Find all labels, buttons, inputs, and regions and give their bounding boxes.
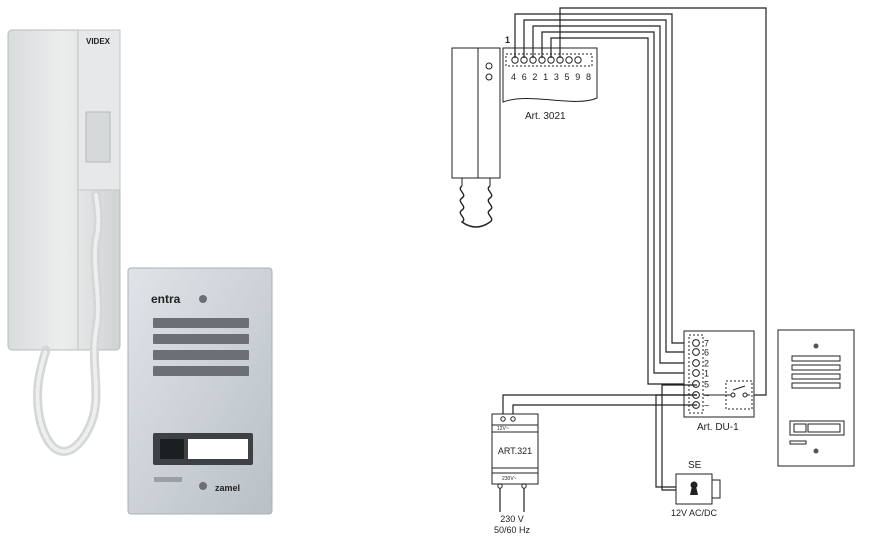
du1-terminal-screw: [692, 339, 700, 347]
du1-terminal-label: 2: [704, 359, 709, 369]
du1-model-label: Art. DU-1: [697, 422, 739, 433]
du1-terminal-screw: [692, 369, 700, 377]
du1-terminal-screw: [692, 348, 700, 356]
panel-brand-text: entra: [151, 292, 181, 306]
handset-brand-text: VIDEX: [86, 37, 111, 46]
handset-terminal-header: 1: [505, 35, 510, 45]
signal-wires: [514, 7, 767, 396]
du1-terminal-label: 7: [704, 339, 709, 349]
du1-module: [683, 330, 755, 418]
intercom-handset: [7, 29, 121, 351]
lock-supply-text: 12V AC/DC: [671, 508, 718, 518]
handset-terminal-screw: [565, 56, 573, 64]
product-photo: VIDEX entra zamel: [7, 29, 273, 515]
call-button: [160, 439, 184, 459]
du1-terminal-label: ~: [704, 401, 709, 411]
outdoor-panel-drawing: [777, 329, 855, 467]
du1-terminal-label: ~: [704, 391, 709, 401]
handset-model-label: Art. 3021: [525, 111, 566, 122]
mains-voltage-text: 230 V: [500, 514, 524, 524]
electric-lock: [675, 473, 721, 505]
handset-terminal-strip: [502, 47, 598, 103]
lock-wires: [655, 384, 697, 491]
handset-cord: [459, 185, 493, 228]
psu-top-marking: 12V~: [497, 426, 509, 432]
handset-unit: [451, 47, 501, 228]
mains-frequency-text: 50/60 Hz: [494, 525, 531, 535]
du1-terminal-screw: [692, 380, 700, 388]
camera-lens-icon: [199, 295, 207, 303]
du1-terminal-screw: [692, 359, 700, 367]
lock-label: SE: [688, 460, 702, 471]
handset-terminal-screw: [574, 56, 582, 64]
door-panel: [127, 267, 273, 515]
power-wires: [499, 394, 697, 512]
psu-bottom-marking: 230V~: [502, 476, 517, 482]
du1-terminal-label: 1: [704, 369, 709, 379]
du1-terminal-label: 5: [704, 380, 709, 390]
handset-terminal-numbers: 4 6 2 1 3 5 9 8: [511, 72, 593, 82]
panel-maker-text: zamel: [215, 483, 240, 493]
name-label-plate: [188, 439, 248, 459]
du1-terminal-label: 6: [704, 348, 709, 358]
power-supply-unit: [491, 413, 539, 489]
psu-model-label: ART.321: [498, 446, 532, 456]
